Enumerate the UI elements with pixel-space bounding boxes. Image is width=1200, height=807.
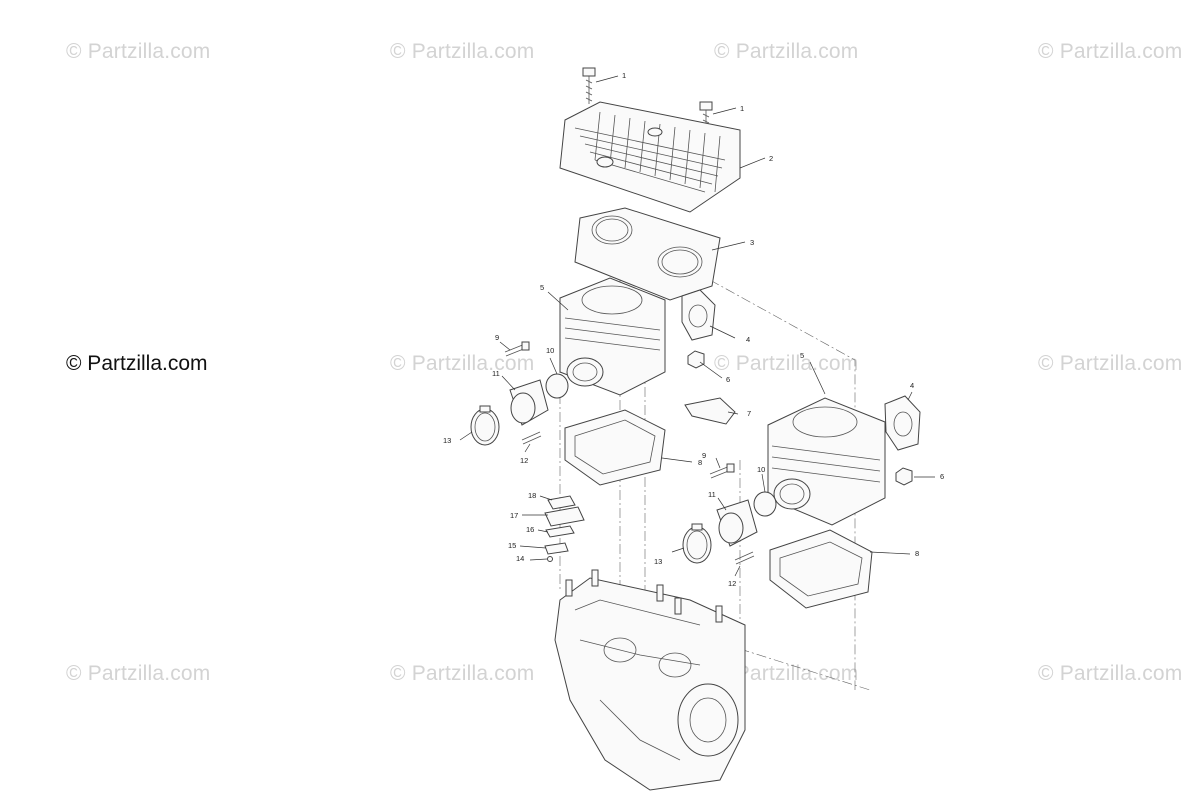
watermark: © Partzilla.com — [66, 40, 211, 63]
screw — [734, 551, 755, 565]
callout-label: 11 — [492, 369, 500, 378]
callout-label: 4 — [746, 335, 750, 344]
callout-label: 12 — [728, 579, 736, 588]
callout-label: 1 — [740, 104, 744, 113]
callout-label: 1 — [622, 71, 626, 80]
callout-label: 8 — [915, 549, 919, 558]
head-bolt — [582, 67, 596, 104]
callout-label: 6 — [726, 375, 730, 384]
callout-label: 18 — [528, 491, 536, 500]
watermark: © Partzilla.com — [1038, 40, 1183, 63]
leader-lines — [459, 75, 935, 577]
callout-label: 5 — [800, 351, 804, 360]
cylinder-right — [767, 397, 886, 526]
callout-label: 14 — [516, 554, 524, 563]
base-gasket — [769, 529, 873, 609]
callout-label: 15 — [508, 541, 516, 550]
reed-stack — [544, 495, 585, 562]
screw — [504, 341, 530, 357]
screw — [521, 431, 542, 445]
callout-label: 16 — [526, 525, 534, 534]
watermark: © Partzilla.com — [1038, 352, 1183, 375]
watermark: © Partzilla.com — [390, 352, 535, 375]
callout-label: 10 — [757, 465, 765, 474]
intake-boot — [509, 379, 549, 426]
reed-block — [684, 397, 736, 425]
callout-label: 13 — [654, 557, 662, 566]
callout-label: 13 — [443, 436, 451, 445]
callout-labels: 1 1 2 3 4 5 6 7 8 9 10 11 12 13 4 5 6 7 … — [443, 71, 944, 588]
callout-label: 9 — [702, 451, 706, 460]
callout-label: 9 — [495, 333, 499, 342]
screw — [709, 463, 735, 479]
callout-label: 2 — [769, 154, 773, 163]
callout-label: 7 — [747, 409, 751, 418]
callout-label: 17 — [510, 511, 518, 520]
o-ring — [753, 491, 777, 517]
clamp — [470, 405, 500, 446]
watermark: © Partzilla.com — [66, 662, 211, 685]
base-gasket — [564, 409, 666, 486]
nut — [895, 467, 913, 486]
callout-label: 12 — [520, 456, 528, 465]
crankcase — [554, 569, 746, 791]
watermark: © Partzilla.com — [390, 662, 535, 685]
callout-label: 8 — [698, 458, 702, 467]
callout-label: 3 — [750, 238, 754, 247]
watermark: © Partzilla.com — [390, 40, 535, 63]
callout-label: 10 — [546, 346, 554, 355]
watermark: © Partzilla.com — [714, 40, 859, 63]
nut — [687, 350, 705, 369]
watermark: © Partzilla.com — [1038, 662, 1183, 685]
callout-label: 4 — [910, 381, 914, 390]
cylinder-left — [559, 277, 666, 396]
watermark: © Partzilla.com — [714, 352, 859, 375]
clamp — [682, 523, 712, 564]
exhaust-gasket — [884, 395, 921, 451]
copyright-label: © Partzilla.com — [66, 352, 208, 375]
intake-boot — [716, 499, 758, 547]
cylinder-head — [559, 101, 741, 213]
head-gasket — [574, 207, 721, 301]
callout-label: 11 — [708, 490, 716, 499]
exhaust-gasket — [681, 289, 716, 341]
callout-label: 5 — [540, 283, 544, 292]
callout-label: 6 — [940, 472, 944, 481]
watermark: © Partzilla.com — [714, 662, 859, 685]
o-ring — [545, 373, 569, 399]
